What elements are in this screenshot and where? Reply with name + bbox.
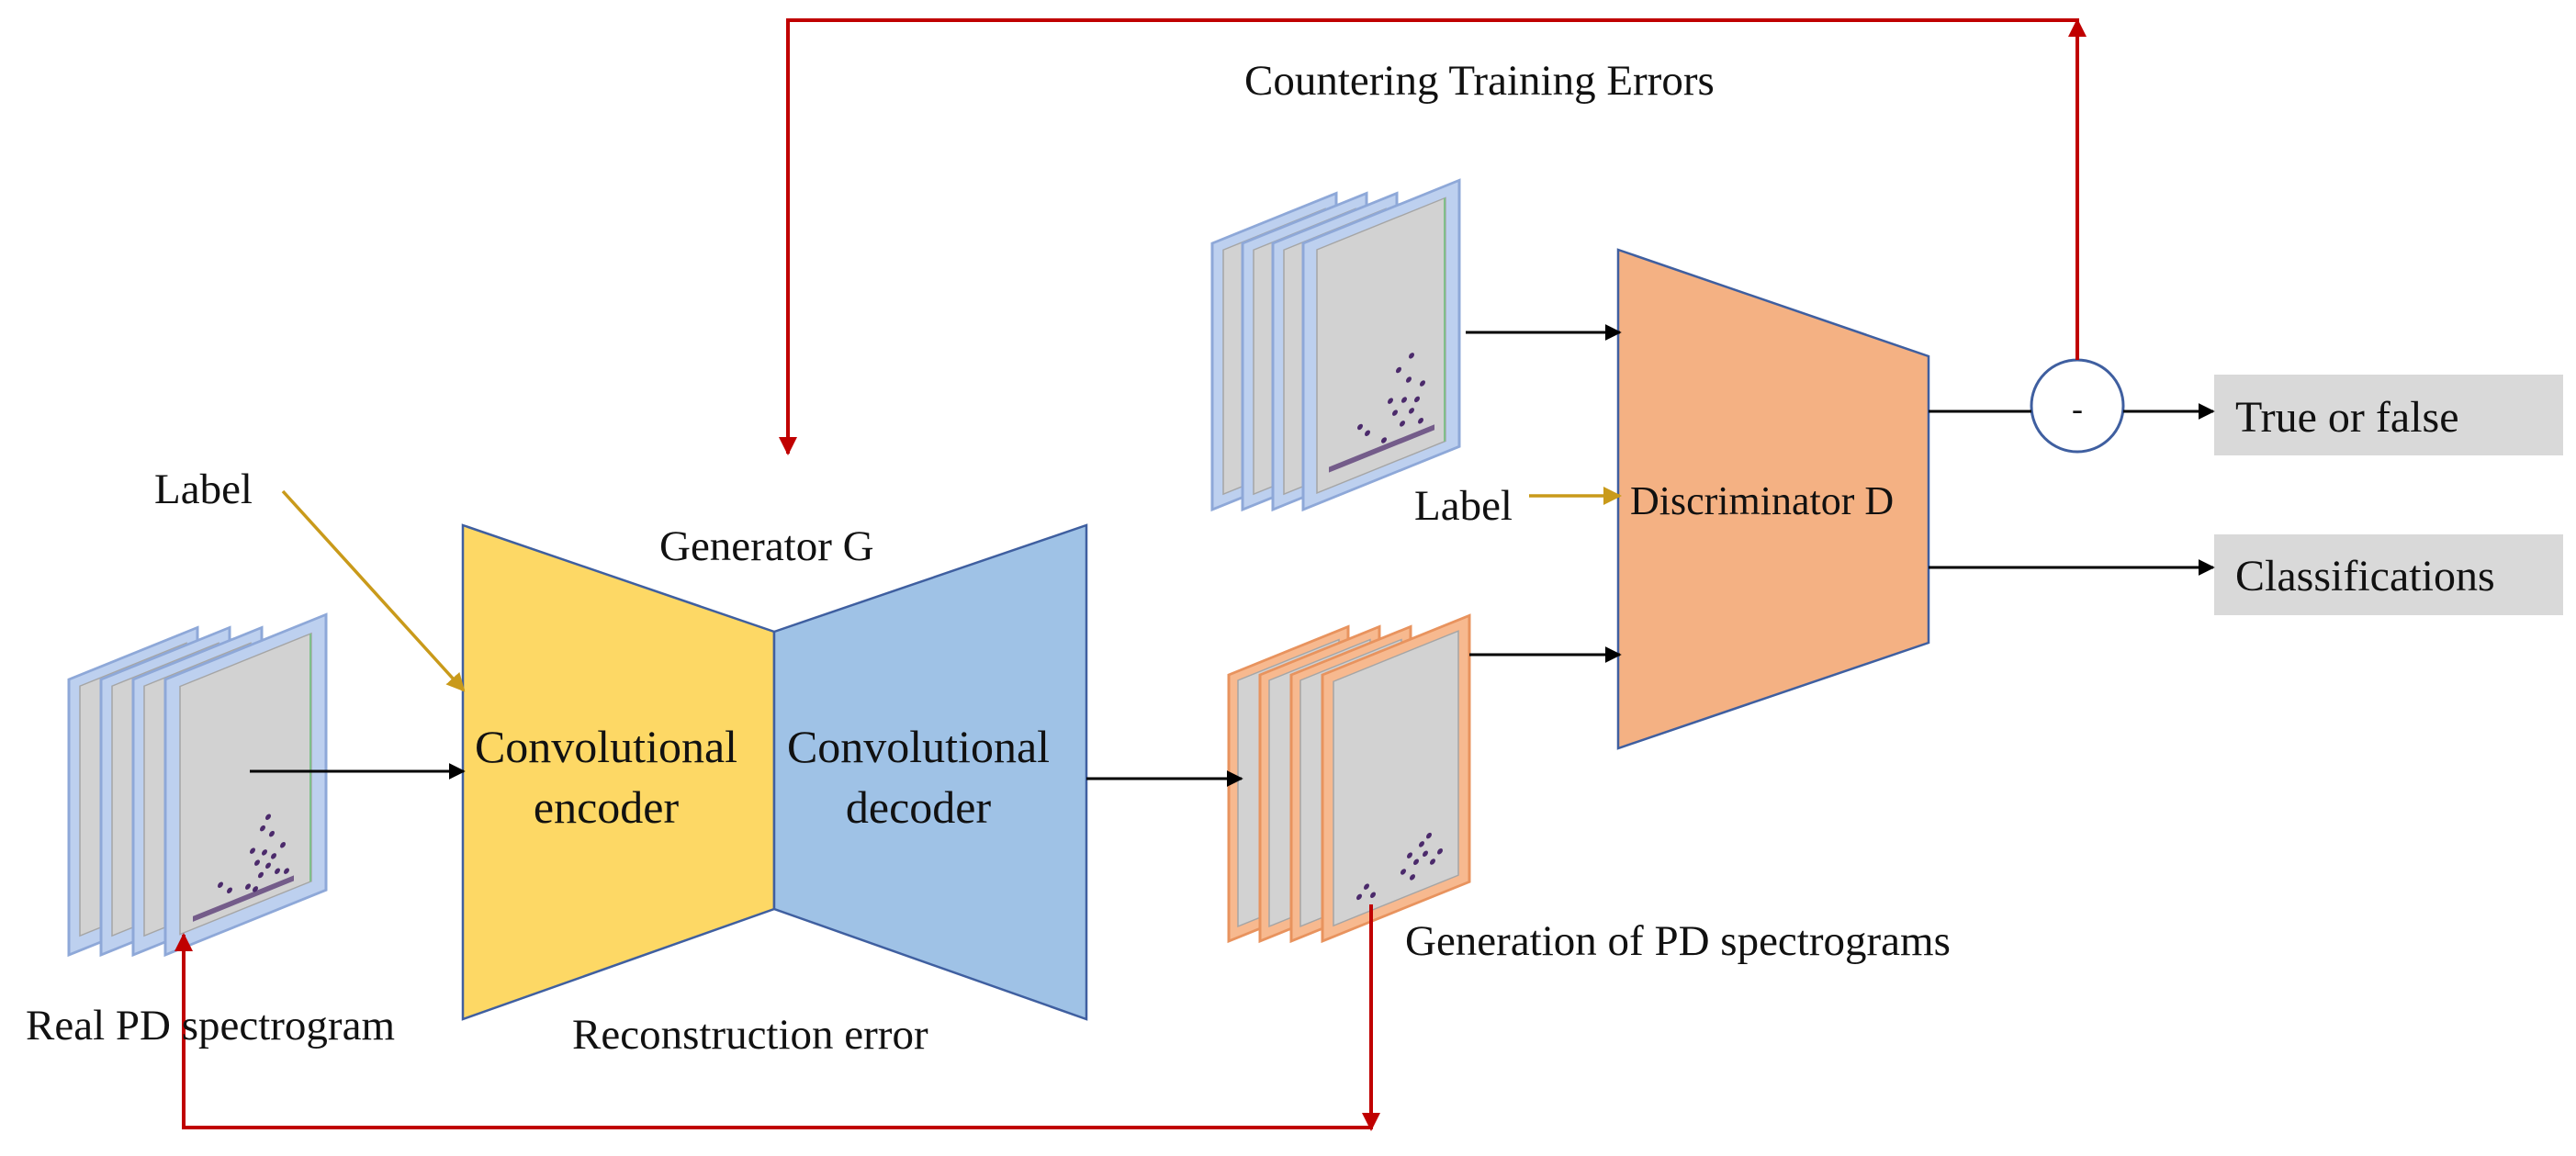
countering-training-errors-label: Countering Training Errors (1244, 57, 1715, 105)
reconstruction-error-label: Reconstruction error (572, 1011, 928, 1059)
decoder-label-line2: decoder (846, 781, 992, 833)
label-right-text: Label (1414, 482, 1513, 530)
real-spectrogram-stack (67, 612, 328, 958)
generated-spectrogram-frame (1321, 613, 1471, 944)
convolutional-decoder-block (772, 523, 1088, 1021)
discriminator-block (1616, 248, 1930, 750)
real-scatter-points (193, 814, 294, 922)
real-spectrogram-label: Real PD spectrogram (26, 1002, 395, 1049)
generated-spectrogram-stack (1227, 613, 1471, 944)
arrow-label-to-encoder (281, 489, 466, 692)
classifications-label: Classifications (2235, 552, 2495, 600)
encoder-label-line2: encoder (534, 781, 680, 833)
encoder-label-line1: Convolutional (475, 721, 737, 772)
convolutional-encoder-block (461, 523, 776, 1021)
true-or-false-box (2214, 375, 2563, 455)
discriminator-real-scatter (1329, 353, 1434, 473)
classifications-box (2214, 534, 2563, 615)
generator-label: Generator G (659, 522, 874, 570)
true-or-false-label: True or false (2235, 393, 2459, 442)
arrow-training-error-feedback (786, 18, 2079, 452)
discriminator-real-frame (1301, 178, 1461, 512)
subtraction-symbol: - (2072, 390, 2083, 427)
arrow-reconstruction-error-feedback (182, 904, 1373, 1129)
generation-of-spectrograms-label: Generation of PD spectrograms (1405, 917, 1951, 965)
discriminator-label: Discriminator D (1630, 478, 1894, 523)
generated-scatter-points (1356, 832, 1443, 901)
label-left-text: Label (154, 466, 253, 513)
decoder-label-line1: Convolutional (787, 721, 1050, 772)
discriminator-real-stack (1210, 178, 1461, 512)
real-spectrogram-frame (163, 612, 328, 958)
